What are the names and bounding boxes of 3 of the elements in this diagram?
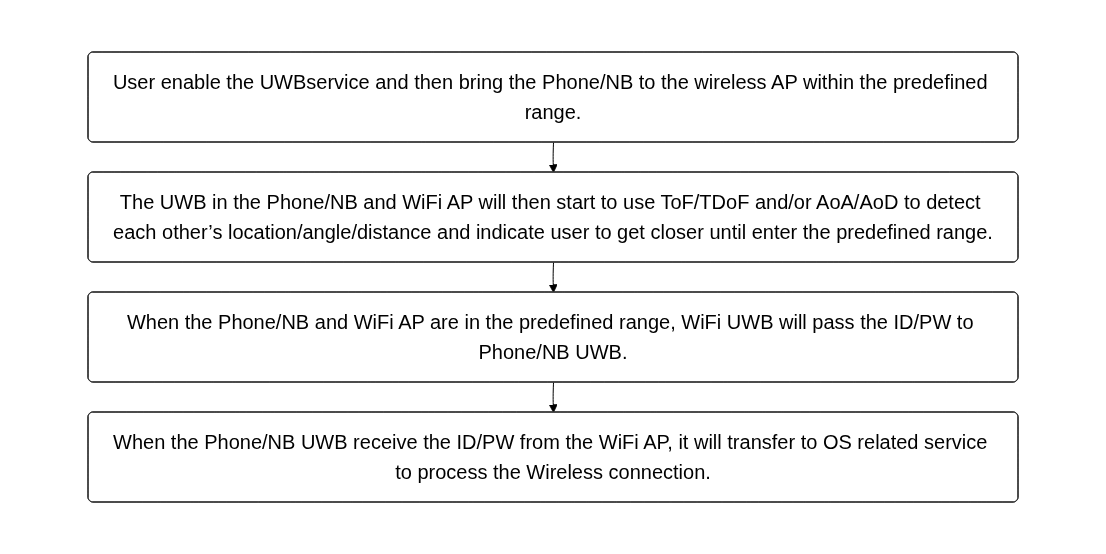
arrow bbox=[548, 382, 558, 413]
arrow bbox=[548, 142, 558, 173]
arrow bbox=[548, 262, 558, 293]
